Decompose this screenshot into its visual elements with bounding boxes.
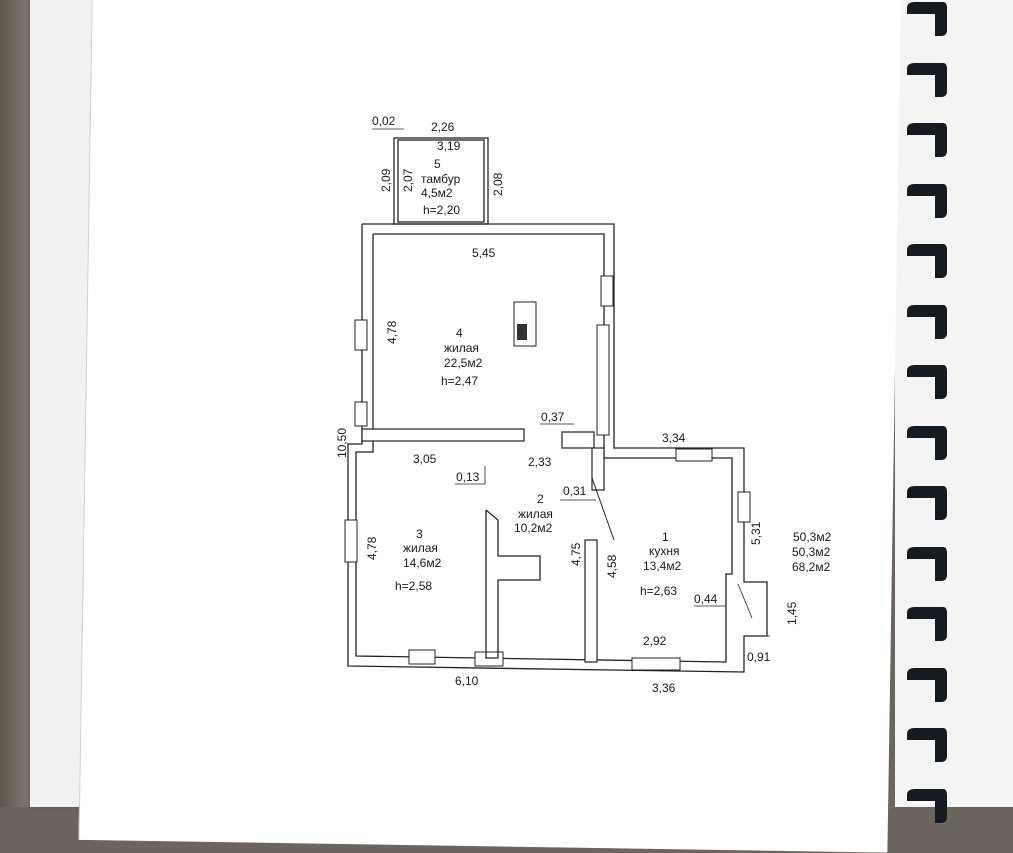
dim-0-91: 0,91 bbox=[747, 650, 771, 664]
binding-ring bbox=[907, 728, 947, 762]
dim-3-34: 3,34 bbox=[662, 431, 686, 445]
room-4-number: 4 bbox=[456, 326, 463, 340]
room-4-name: жилая bbox=[444, 341, 479, 355]
total-area-2: 50,3м2 bbox=[792, 545, 831, 559]
room-3-height: h=2,58 bbox=[395, 579, 432, 593]
room-2-name: жилая bbox=[518, 507, 553, 521]
total-area-3: 68,2м2 bbox=[792, 560, 831, 574]
dim-1-45: 1,45 bbox=[785, 601, 799, 625]
room-5-name: тамбур bbox=[421, 172, 461, 186]
dim-0-13: 0,13 bbox=[456, 470, 480, 484]
room-1-name: кухня bbox=[649, 544, 680, 558]
dim-2-08: 2,08 bbox=[491, 172, 505, 196]
dim-2-07: 2,07 bbox=[401, 168, 415, 192]
dim-0-31: 0,31 bbox=[563, 484, 587, 498]
room-5-area: 4,5м2 bbox=[421, 186, 453, 200]
binding-ring bbox=[907, 123, 947, 157]
dim-3-05: 3,05 bbox=[413, 452, 437, 466]
windows bbox=[344, 275, 751, 671]
dim-5-45: 5,45 bbox=[472, 246, 496, 260]
interior-partitions bbox=[361, 428, 615, 663]
dim-4-78-left: 4,78 bbox=[365, 536, 379, 560]
binding-ring bbox=[907, 304, 947, 339]
binding-ring bbox=[907, 425, 947, 460]
stove-icon bbox=[513, 301, 537, 347]
dim-4-75: 4,75 bbox=[569, 542, 583, 566]
dim-0-02: 0,02 bbox=[372, 114, 396, 128]
dim-2-09: 2,09 bbox=[379, 168, 393, 192]
floor-plan: 0,02 2,26 3,19 2,09 2,07 2,08 5,45 4,78 … bbox=[335, 114, 832, 695]
binding-ring bbox=[907, 486, 947, 520]
binding-ring bbox=[907, 607, 947, 641]
room-3-name: жилая bbox=[403, 541, 438, 555]
binding-ring bbox=[907, 183, 947, 218]
dimension-lines bbox=[372, 128, 770, 637]
dim-5-31: 5,31 bbox=[749, 521, 763, 545]
binding-ring bbox=[907, 667, 947, 702]
dim-10-50: 10,50 bbox=[335, 428, 349, 458]
room-3-area: 14,6м2 bbox=[403, 556, 442, 570]
total-area-1: 50,3м2 bbox=[793, 530, 832, 544]
dim-3-36: 3,36 bbox=[652, 681, 676, 695]
dim-6-10: 6,10 bbox=[455, 674, 479, 688]
room-3-number: 3 bbox=[416, 527, 423, 541]
dim-3-19: 3,19 bbox=[437, 139, 461, 153]
room-2-area: 10,2м2 bbox=[514, 521, 553, 535]
binding-ring bbox=[907, 2, 947, 36]
binding-ring bbox=[907, 546, 947, 581]
dim-4-58: 4,58 bbox=[605, 554, 619, 578]
dim-2-92: 2,92 bbox=[643, 634, 667, 648]
dim-0-44: 0,44 bbox=[694, 592, 718, 606]
room-1-area: 13,4м2 bbox=[643, 559, 682, 573]
binding-ring bbox=[907, 365, 947, 399]
room-1-number: 1 bbox=[662, 530, 669, 544]
room-2-number: 2 bbox=[537, 492, 544, 506]
binding-ring bbox=[907, 62, 947, 97]
dim-0-37: 0,37 bbox=[541, 410, 565, 424]
room-4-area: 22,5м2 bbox=[444, 356, 483, 370]
dim-2-26: 2,26 bbox=[431, 120, 455, 134]
room-5-height: h=2,20 bbox=[423, 203, 460, 217]
room-4-height: h=2,47 bbox=[441, 374, 478, 388]
dim-2-33: 2,33 bbox=[528, 455, 552, 469]
dim-4-78-top: 4,78 bbox=[385, 320, 399, 344]
room-1-height: h=2,63 bbox=[640, 584, 677, 598]
binding-ring bbox=[907, 244, 947, 278]
room-5-number: 5 bbox=[434, 157, 441, 171]
